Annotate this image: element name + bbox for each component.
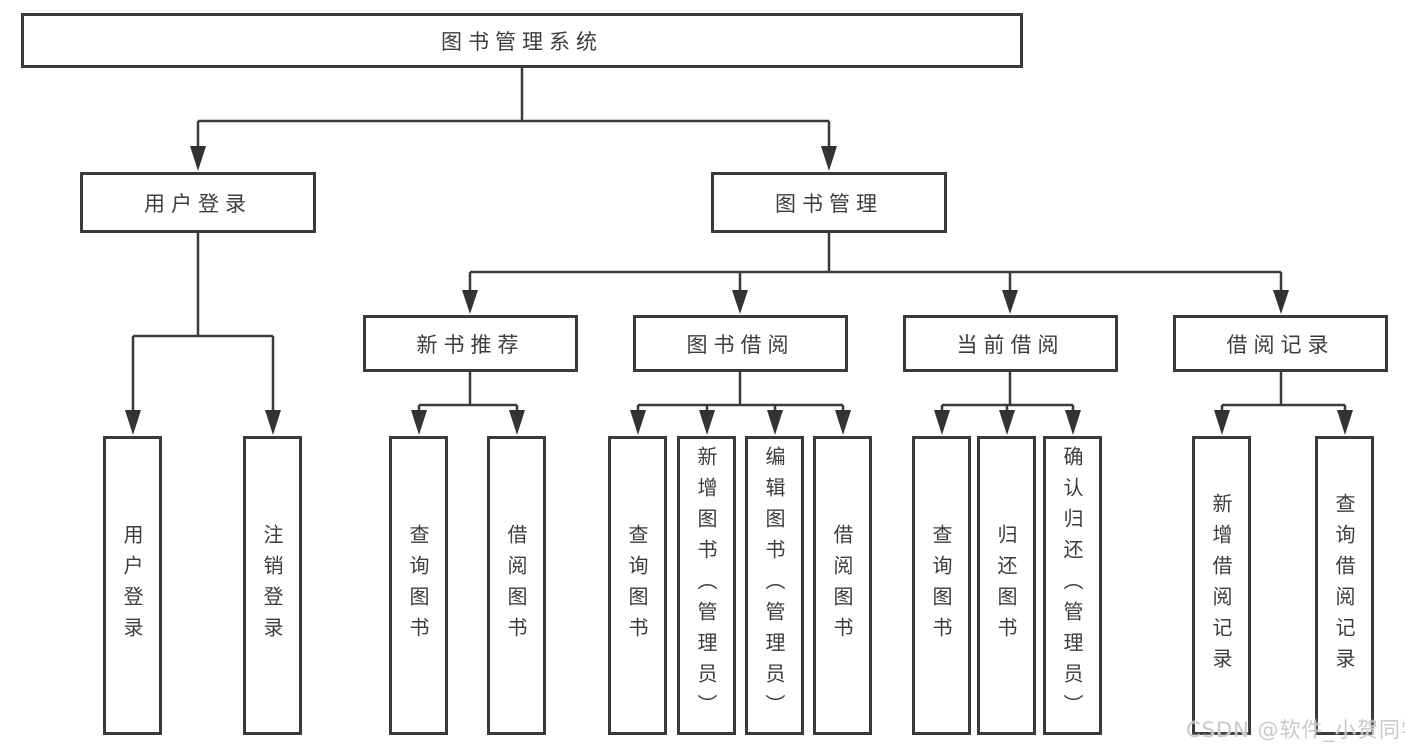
leaf-label: 查询图书 [625, 523, 649, 648]
leaf-query-book: 查询图书 [912, 436, 971, 735]
leaf-borrow-book: 借阅图书 [487, 436, 546, 735]
node-root-system: 图书管理系统 [21, 13, 1023, 68]
leaf-query-book: 查询图书 [389, 436, 448, 735]
leaf-label: 新增借阅记录 [1209, 492, 1233, 679]
leaf-label: 注销登录 [260, 523, 284, 648]
leaf-label: 借阅图书 [830, 523, 854, 648]
leaf-confirm-return-admin: 确认归还（管理员） [1043, 436, 1102, 735]
leaf-label: 借阅图书 [504, 523, 528, 648]
leaf-query-borrow-record: 查询借阅记录 [1315, 436, 1374, 735]
leaf-label: 确认归还（管理员） [1060, 446, 1084, 725]
node-label: 当前借阅 [956, 332, 1065, 357]
arrowheads [125, 146, 1353, 435]
leaf-label: 归还图书 [994, 523, 1018, 648]
leaf-user-login: 用户登录 [103, 436, 162, 735]
leaf-label: 查询借阅记录 [1332, 492, 1356, 679]
node-root-label: 图书管理系统 [441, 29, 603, 54]
node-new-book-recommend: 新书推荐 [363, 315, 578, 372]
leaf-label: 新增图书（管理员） [694, 446, 718, 725]
leaf-label: 查询图书 [406, 523, 430, 648]
csdn-watermark: CSDN @软件_小贺同学 [1186, 718, 1405, 742]
leaf-label: 编辑图书（管理员） [762, 446, 786, 725]
node-borrow-record: 借阅记录 [1173, 315, 1388, 372]
node-user-login-label: 用户登录 [144, 191, 252, 216]
leaf-label: 用户登录 [120, 523, 144, 648]
leaf-return-book: 归还图书 [977, 436, 1036, 735]
leaf-logout: 注销登录 [243, 436, 302, 735]
leaf-query-book: 查询图书 [608, 436, 667, 735]
node-label: 新书推荐 [416, 332, 525, 357]
node-book-borrow: 图书借阅 [633, 315, 848, 372]
node-book-management-label: 图书管理 [775, 191, 883, 216]
node-label: 借阅记录 [1226, 332, 1335, 357]
node-user-login: 用户登录 [80, 172, 316, 233]
leaf-add-borrow-record: 新增借阅记录 [1192, 436, 1251, 735]
leaf-edit-book-admin: 编辑图书（管理员） [745, 436, 804, 735]
node-label: 图书借阅 [686, 332, 795, 357]
node-book-management: 图书管理 [711, 172, 947, 233]
leaf-add-book-admin: 新增图书（管理员） [677, 436, 736, 735]
leaf-label: 查询图书 [929, 523, 953, 648]
node-current-borrow: 当前借阅 [903, 315, 1118, 372]
leaf-borrow-book: 借阅图书 [813, 436, 872, 735]
